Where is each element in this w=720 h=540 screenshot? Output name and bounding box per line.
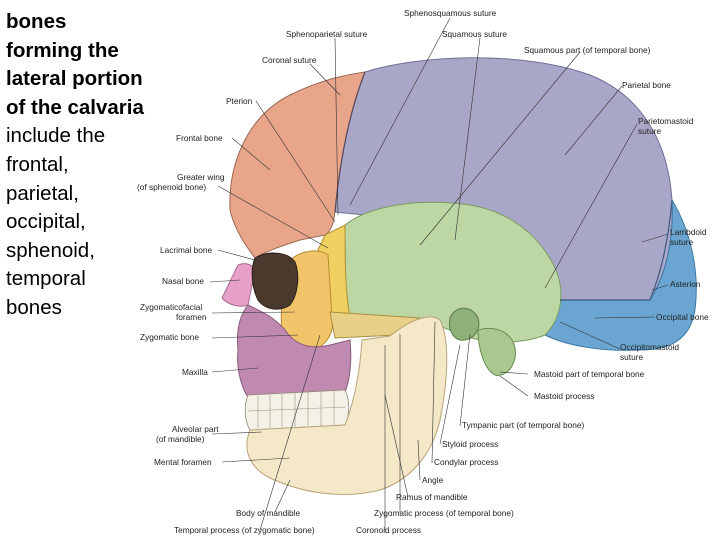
- label-sphenosquamous-suture: Sphenosquamous suture: [404, 8, 497, 18]
- label-lacrimal-bone: Lacrimal bone: [160, 245, 213, 255]
- label-temporal-process: Temporal process (of zygomatic bone): [174, 525, 315, 535]
- maxilla-region: [237, 304, 352, 401]
- label-tympanic-part: Tympanic part (of temporal bone): [462, 420, 584, 430]
- label-pterion: Pterion: [226, 96, 253, 106]
- lambdoid-suture-line: [560, 199, 673, 301]
- body-line: frontal,: [6, 152, 69, 176]
- label-parietal-bone: Parietal bone: [622, 80, 671, 90]
- label-condylar-process: Condylar process: [434, 457, 499, 467]
- label-greater-wing-1: Greater wing: [177, 172, 225, 182]
- label-squamous-part-temporal: Squamous part (of temporal bone): [524, 45, 651, 55]
- label-mastoid-part-temporal: Mastoid part of temporal bone: [534, 369, 645, 379]
- body-line: occipital,: [6, 210, 86, 234]
- label-zygomatic-process: Zygomatic process (of temporal bone): [374, 508, 514, 518]
- label-frontal-bone: Frontal bone: [176, 133, 223, 143]
- label-asterion: Asterion: [670, 279, 701, 289]
- label-mastoid-process: Mastoid process: [534, 391, 594, 401]
- body-line: parietal,: [6, 181, 79, 205]
- label-greater-wing-2: (of sphenoid bone): [137, 182, 206, 192]
- heading-line: bones: [6, 10, 67, 33]
- label-occipital-bone: Occipital bone: [656, 312, 709, 322]
- label-body-of-mandible: Body of mandible: [236, 508, 300, 518]
- label-angle: Angle: [422, 475, 444, 485]
- label-nasal-bone: Nasal bone: [162, 276, 204, 286]
- label-alveolar-part-2: (of mandible): [156, 434, 205, 444]
- nasal-bone-region: [221, 263, 256, 307]
- label-alveolar-part-1: Alveolar part: [172, 424, 219, 434]
- mastoid-process-region: [477, 327, 516, 376]
- label-zygomaticofacial-foramen-1: Zygomaticofacial: [140, 302, 202, 312]
- orbit-region: [251, 252, 299, 310]
- body-line: temporal: [6, 267, 86, 291]
- occipital-bone-region: [544, 199, 697, 351]
- heading-line: forming the: [6, 38, 119, 62]
- label-occipitomastoid-suture-2: suture: [620, 352, 643, 362]
- label-maxilla: Maxilla: [182, 367, 208, 377]
- label-styloid-process: Styloid process: [442, 439, 498, 449]
- label-occipitomastoid-suture-1: Occipitomastoid: [620, 342, 679, 352]
- label-lambdoid-suture-2: suture: [670, 237, 693, 247]
- mandible-region: [246, 316, 448, 495]
- label-sphenoparietal-suture: Sphenoparietal suture: [286, 29, 368, 39]
- label-parietomastoid-suture-1: Parietomastoid: [638, 116, 694, 126]
- heading-line: lateral portion: [6, 67, 143, 91]
- body-line: include the: [6, 124, 106, 148]
- teeth-lines: [247, 391, 347, 428]
- label-zygomatic-bone: Zygomatic bone: [140, 332, 199, 342]
- external-acoustic-meatus: [449, 307, 480, 341]
- label-parietomastoid-suture-2: suture: [638, 126, 661, 136]
- body-line: sphenoid,: [6, 238, 95, 262]
- label-coronal-suture: Coronal suture: [262, 55, 317, 65]
- label-zygomaticofacial-foramen-2: foramen: [176, 312, 207, 322]
- slide-text-block: bones forming the lateral portion of the…: [6, 8, 176, 323]
- leader-lines: [209, 17, 669, 531]
- heading-line: of the calvaria: [6, 95, 144, 119]
- label-mental-foramen: Mental foramen: [154, 457, 212, 467]
- label-lambdoid-suture-1: Lambdoid: [670, 227, 707, 237]
- label-ramus-of-mandible: Ramus of mandible: [396, 492, 468, 502]
- coronal-suture-line: [334, 71, 366, 213]
- body-line: bones: [6, 295, 62, 319]
- label-squamous-suture: Squamous suture: [442, 29, 507, 39]
- label-coronoid-process: Coronoid process: [356, 525, 421, 535]
